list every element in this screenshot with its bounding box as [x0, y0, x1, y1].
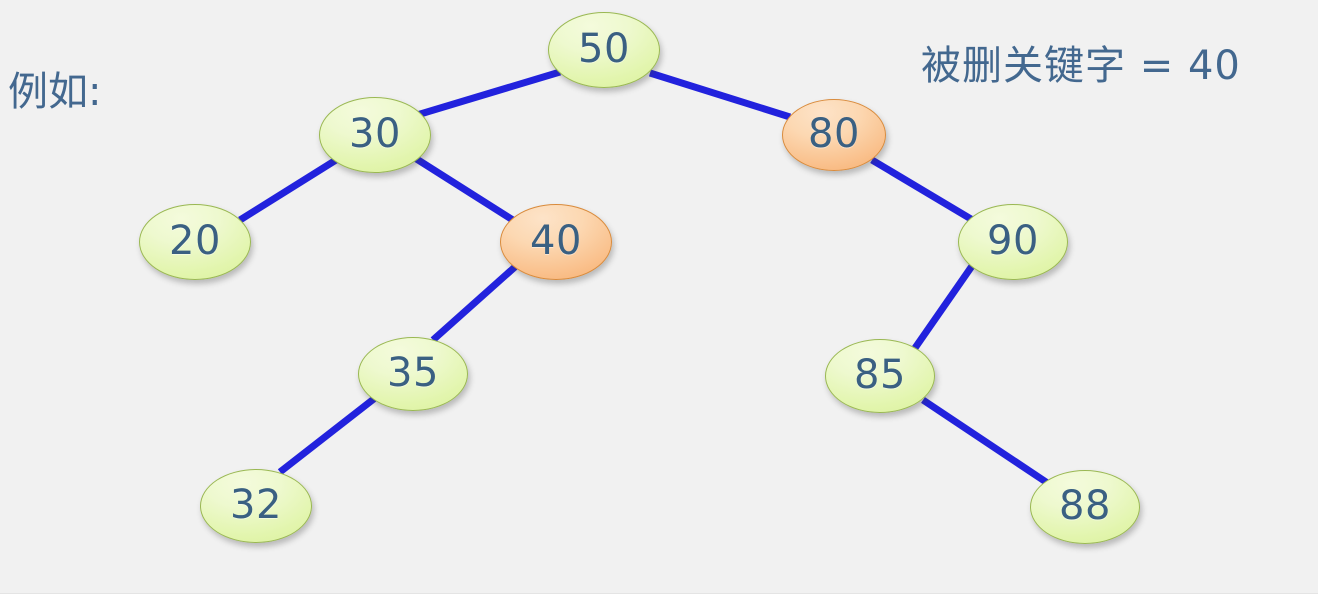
- tree-node-label: 20: [169, 218, 221, 264]
- tree-node-90[interactable]: 90: [958, 204, 1068, 280]
- tree-node-32[interactable]: 32: [200, 469, 312, 543]
- tree-edge-n40-n35: [430, 263, 519, 343]
- delete-key-label: 被删关键字 = 40: [921, 43, 1241, 89]
- tree-node-85[interactable]: 85: [825, 339, 935, 413]
- tree-node-20[interactable]: 20: [139, 204, 251, 280]
- tree-node-30[interactable]: 30: [319, 97, 431, 173]
- tree-node-label: 90: [987, 218, 1039, 264]
- tree-node-label: 88: [1059, 483, 1111, 529]
- tree-node-label: 40: [530, 218, 582, 264]
- tree-node-88[interactable]: 88: [1030, 470, 1140, 544]
- tree-node-label: 30: [349, 111, 401, 157]
- tree-edge-n50-n80: [648, 69, 792, 121]
- tree-node-35[interactable]: 35: [358, 337, 468, 411]
- tree-node-label: 50: [578, 26, 630, 72]
- example-label: 例如:: [8, 69, 102, 115]
- tree-edge-n35-n32: [277, 395, 378, 475]
- tree-node-label: 35: [387, 350, 439, 396]
- tree-node-label: 85: [854, 352, 906, 398]
- tree-edge-n30-n20: [238, 157, 338, 223]
- tree-edge-n30-n40: [413, 155, 518, 225]
- tree-edge-n50-n30: [415, 68, 562, 119]
- tree-edge-n80-n90: [870, 156, 978, 226]
- tree-node-80[interactable]: 80: [782, 99, 886, 171]
- tree-edge-n90-n85: [912, 264, 975, 350]
- tree-edge-n85-n88: [921, 397, 1051, 487]
- tree-node-40[interactable]: 40: [500, 204, 612, 280]
- tree-node-label: 32: [230, 482, 282, 528]
- tree-node-50[interactable]: 50: [548, 12, 660, 88]
- tree-node-label: 80: [808, 111, 860, 157]
